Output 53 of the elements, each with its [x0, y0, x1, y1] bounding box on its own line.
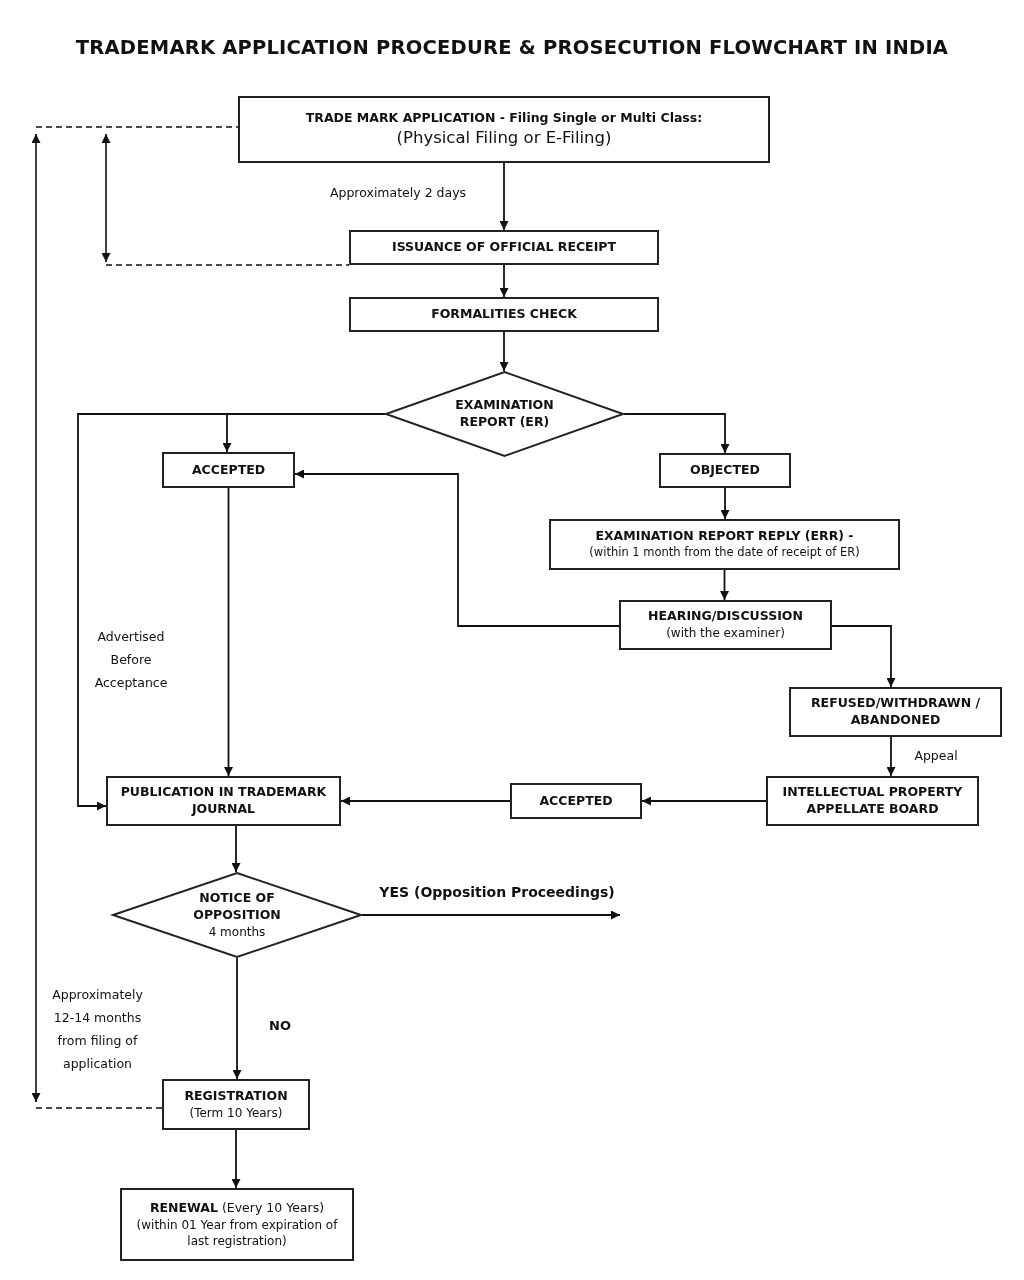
node-title: NOTICE OF OPPOSITION — [192, 890, 282, 924]
arrow — [720, 487, 730, 520]
process-box — [510, 783, 642, 819]
node-title: TRADE MARK APPLICATION - Filing Single or Multi Class: — [305, 109, 703, 127]
node-note: (within 1 month from the date of receipt of ER) — [589, 545, 860, 561]
arrow — [340, 796, 511, 806]
arrow — [623, 413, 730, 454]
arrow — [361, 910, 621, 920]
node-title: REFUSED/WITHDRAWN / ABANDONED — [809, 695, 981, 729]
process-box — [238, 96, 770, 163]
node-title: INTELLECTUAL PROPERTY APPELLATE BOARD — [781, 784, 964, 818]
arrow — [231, 825, 241, 873]
process-box — [619, 600, 832, 650]
arrow — [499, 331, 509, 372]
node-title: HEARING/DISCUSSION — [648, 608, 803, 626]
node-note: 4 months — [208, 923, 266, 940]
node-title: ACCEPTED — [539, 792, 613, 810]
process-box — [659, 453, 791, 488]
node-title: EXAMINATION REPORT REPLY (ERR) - — [595, 528, 854, 546]
arrow — [641, 796, 767, 806]
arrow — [232, 957, 242, 1080]
process-box — [549, 519, 900, 570]
process-box — [120, 1188, 354, 1261]
process-box — [349, 297, 659, 332]
node-title: ACCEPTED — [191, 461, 266, 479]
arrow — [224, 487, 233, 777]
process-box — [789, 687, 1002, 737]
arrow — [294, 469, 620, 627]
arrow — [499, 264, 509, 298]
node-title: EXAMINATION REPORT (ER) — [454, 397, 555, 431]
node-note: (Physical Filing or E-Filing) — [396, 126, 612, 149]
arrow — [831, 625, 896, 688]
process-box — [162, 452, 295, 488]
process-box — [106, 776, 341, 826]
node-title: REGISTRATION — [184, 1087, 288, 1105]
process-box — [162, 1079, 310, 1130]
node-note: (with the examiner) — [666, 625, 785, 642]
arrow — [720, 569, 729, 601]
arrow — [231, 1129, 241, 1189]
decision-diamond — [112, 872, 362, 958]
title: TRADEMARK APPLICATION PROCEDURE & PROSECUTION FLOWCHART IN INDIA — [74, 36, 950, 59]
node-note: (within 01 Year from expiration of last registration) — [135, 1216, 339, 1250]
node-title: RENEWAL (Every 10 Years) — [149, 1199, 325, 1217]
arrow — [499, 162, 509, 231]
node-title: FORMALITIES CHECK — [431, 306, 577, 323]
node-note: (Term 10 Years) — [189, 1104, 283, 1122]
node-title: PUBLICATION IN TRADEMARK JOURNAL — [119, 784, 328, 818]
arrow — [886, 736, 896, 777]
process-box — [766, 776, 979, 826]
process-box — [349, 230, 659, 265]
node-title: OBJECTED — [690, 462, 760, 479]
node-title: ISSUANCE OF OFFICIAL RECEIPT — [392, 239, 616, 256]
decision-diamond — [385, 371, 624, 457]
